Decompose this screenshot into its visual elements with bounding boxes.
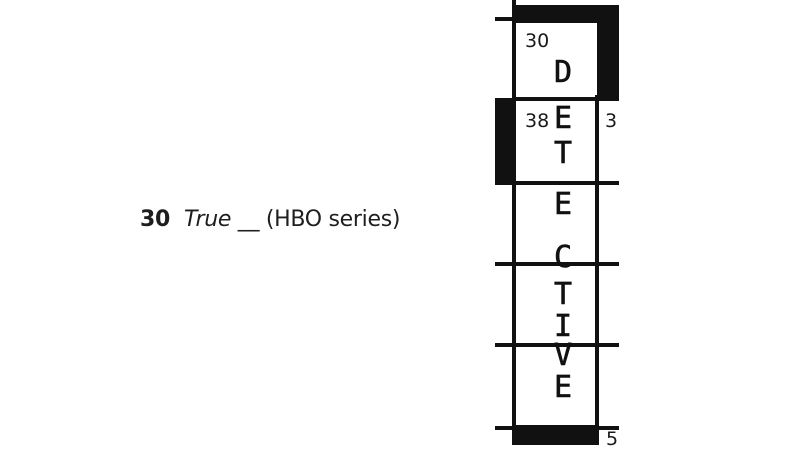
- answer-letter: V: [553, 338, 573, 373]
- answer-letter: E: [553, 187, 573, 222]
- cell-number-30: 30: [525, 30, 550, 52]
- answer-letter: C: [553, 240, 573, 275]
- answer-letter: E: [553, 370, 573, 405]
- cell-number-5: 5: [606, 428, 619, 450]
- cell-number-3: 3: [605, 110, 618, 132]
- cell-number-38: 38: [525, 110, 550, 132]
- clue-number: 30: [140, 207, 171, 232]
- clue-text: 30 True __ (HBO series): [140, 207, 400, 232]
- black-square-top: [512, 5, 619, 23]
- black-square-left: [495, 98, 514, 185]
- answer-letter: E: [553, 101, 573, 136]
- answer-letter: I: [553, 309, 573, 344]
- clue-rest: __ (HBO series): [231, 207, 401, 232]
- answer-letter: D: [553, 55, 573, 90]
- black-square-right: [597, 5, 619, 98]
- answer-letter: T: [553, 277, 573, 312]
- clue-word: True: [184, 207, 232, 232]
- answer-letter: T: [553, 136, 573, 171]
